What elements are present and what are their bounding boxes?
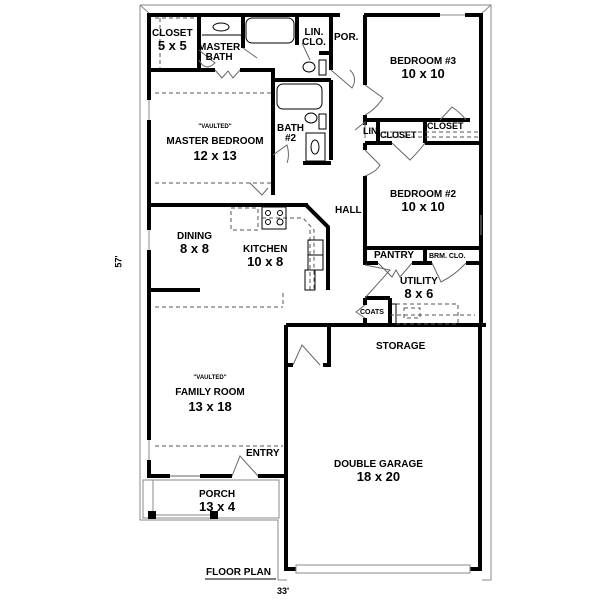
width-dimension: 33' <box>277 586 290 596</box>
master-toilet <box>302 61 316 73</box>
exterior-walls <box>147 13 486 571</box>
lin-label: LIN. <box>363 126 380 136</box>
toilet-tank <box>318 59 327 76</box>
bath2-tank <box>318 113 327 130</box>
closet-bedroom3-label: CLOSET <box>427 121 464 131</box>
fixtures <box>202 17 397 325</box>
doors <box>170 42 467 477</box>
por-label: POR. <box>334 32 359 43</box>
bath2-tub <box>276 83 323 110</box>
lin-clo-label: LIN.CLO. <box>302 27 326 48</box>
coats-label: COATS <box>360 309 384 316</box>
bath2-label: BATH#2 <box>277 123 305 144</box>
bath2-toilet <box>304 112 318 124</box>
depth-dimension: 57' <box>113 255 124 268</box>
hall-label: HALL <box>335 205 362 216</box>
porch-post-left <box>148 511 156 519</box>
windows <box>148 14 482 574</box>
entry-label: ENTRY <box>246 448 280 459</box>
master-bathtub <box>245 17 295 44</box>
master-sink <box>212 22 230 32</box>
bath2-vanity <box>305 132 326 162</box>
porch <box>142 479 280 519</box>
closet-bedroom2-label: CLOSET <box>380 130 417 140</box>
brm-clo-label: BRM. CLO. <box>429 253 466 260</box>
roof-outline <box>139 4 492 581</box>
floor-plan-title: FLOOR PLAN <box>206 567 271 578</box>
porch-post-right <box>210 511 218 519</box>
storage-label: STORAGE <box>376 341 426 352</box>
kitchen-stove <box>261 206 287 230</box>
pantry-label: PANTRY <box>374 250 414 261</box>
kitchen-fridge <box>304 269 316 291</box>
